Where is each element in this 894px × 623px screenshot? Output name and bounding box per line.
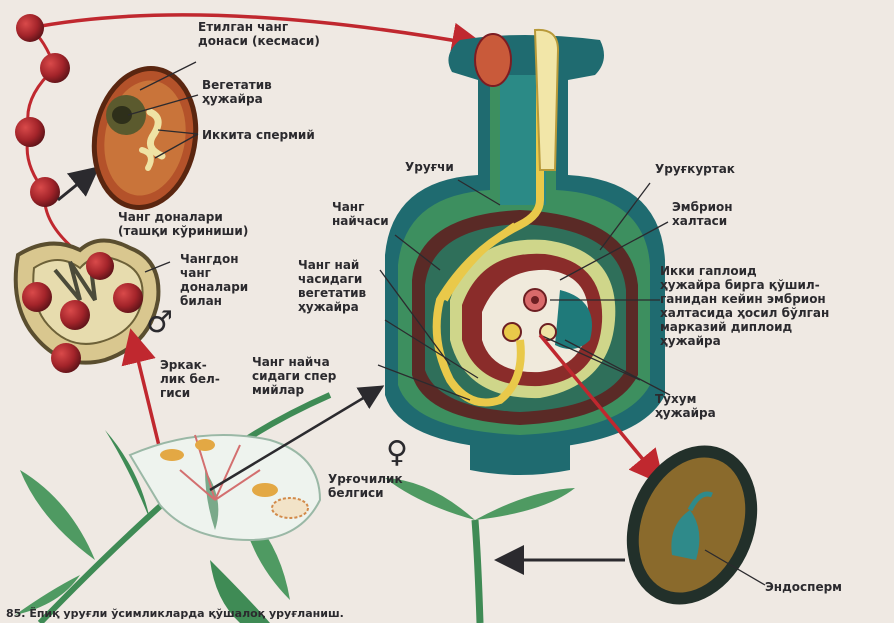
flower-to-anther-arrow [132, 335, 160, 450]
label-female-sign: Урғочилик белгиси [328, 472, 403, 500]
label-central-diploid-cell: Икки гаплоид ҳужайра бирга қўшил- ганида… [660, 264, 829, 348]
pollen-grain-section [84, 60, 207, 215]
pistil-ovary [385, 30, 665, 475]
figure-caption: 85. Ёпиқ уруғли ўсимликларда қўшалоқ уру… [6, 607, 344, 621]
flowering-plant [15, 395, 330, 623]
label-pollen-tube: Чанг найчаси [332, 200, 389, 228]
label-pollen-grains-outer-view: Чанг доналари (ташқи кўриниши) [118, 210, 248, 238]
label-anther-with-pollen: Чангдон чанг доналари билан [180, 252, 248, 308]
label-male-sign: Эркак- лик бел- гиси [160, 358, 220, 400]
label-vegetative-cell: Вегетатив ҳужайра [202, 78, 272, 106]
sprout [385, 478, 575, 623]
label-endosperm: Эндосперм [765, 580, 842, 594]
label-ovule: Уруғкуртак [655, 162, 735, 176]
label-stigma-style: Уруғчи [405, 160, 454, 174]
label-two-sperms: Иккита спермий [202, 128, 315, 142]
male-symbol: ♂ [146, 308, 173, 338]
label-egg-cell: Тухум ҳужайра [655, 392, 716, 420]
label-pollen-grain-section: Етилган чанг донаси (кесмаси) [198, 20, 320, 48]
label-sperms-in-tube: Чанг найча сидаги спер мийлар [252, 355, 336, 397]
female-symbol: ♀ [386, 438, 408, 468]
arrow-to-pollen-section [58, 170, 95, 200]
seed [604, 426, 780, 623]
label-embryo-sac: Эмбрион халтаси [672, 200, 733, 228]
label-vegetative-cell-in-tube: Чанг най часидаги вегетатив ҳужайра [298, 258, 366, 314]
